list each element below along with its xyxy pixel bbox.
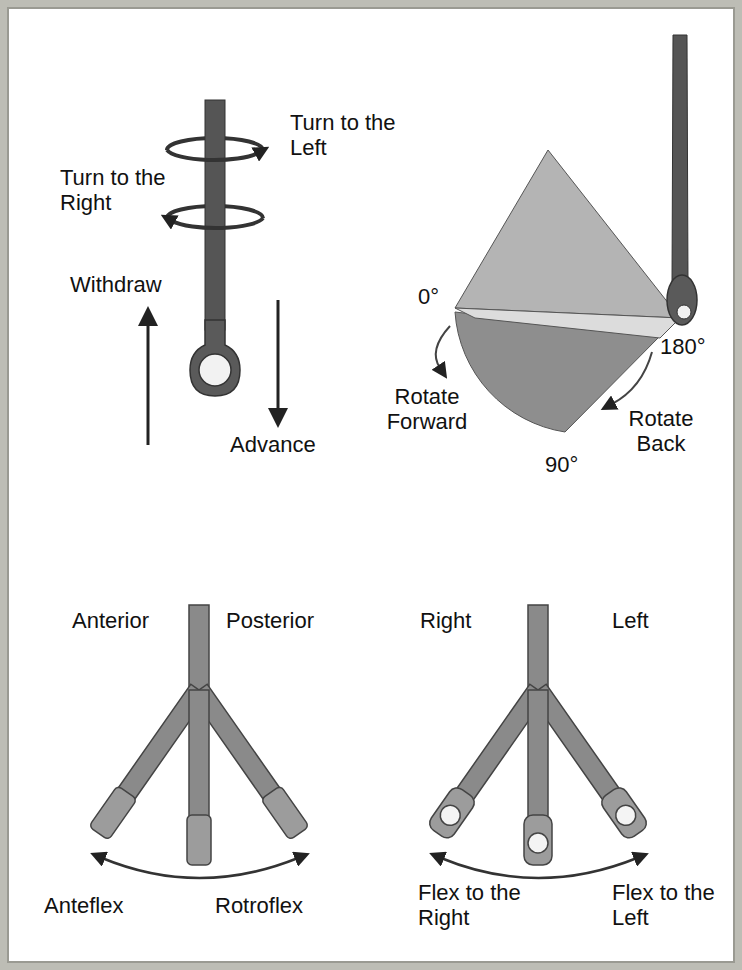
- label: 180°: [660, 334, 706, 359]
- label: Rotate Forward: [372, 384, 482, 434]
- label: Rotroflex: [215, 893, 303, 918]
- panel: [8, 8, 734, 962]
- label: 90°: [545, 452, 578, 477]
- label: Flex to the Left: [612, 880, 724, 930]
- probe-advance-turn: [148, 100, 278, 445]
- label: 0°: [418, 284, 439, 309]
- label: Withdraw: [70, 272, 162, 297]
- label: Anteflex: [44, 893, 124, 918]
- label: Anterior: [72, 608, 149, 633]
- label: Rotate Back: [616, 406, 706, 456]
- anteflex-probe: [89, 605, 309, 878]
- label: Right: [420, 608, 471, 633]
- label: Flex to the Right: [418, 880, 530, 930]
- label: Posterior: [226, 608, 314, 633]
- label: Turn to the Left: [290, 110, 420, 160]
- label: Advance: [230, 432, 316, 457]
- label: Left: [612, 608, 649, 633]
- imaging-plane-fan: [436, 35, 697, 432]
- lateral-flex-probe: [426, 605, 650, 878]
- label: Turn to the Right: [60, 165, 175, 215]
